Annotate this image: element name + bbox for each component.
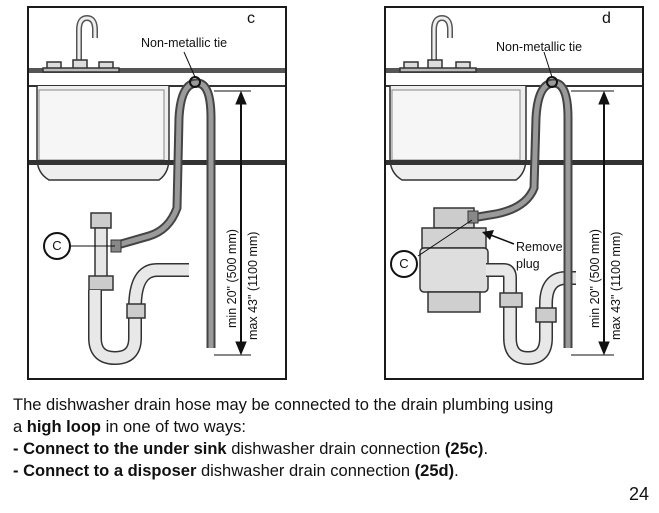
panel-letter: c [247,10,255,27]
dimension-max-label: max 43" (1100 mm) [609,231,623,340]
caption: The dishwasher drain hose may be connect… [13,394,653,482]
countertop [29,68,285,73]
tie-label: Non-metallic tie [141,36,228,50]
callout-c: C [43,232,71,260]
drain-pipe [486,263,576,366]
faucet [42,14,120,73]
diagram-panel-d: d Non-metallic tie C Remove plug min 20"… [384,6,644,380]
drain-pipe [88,212,189,366]
dimension-min-label: min 20" (500 mm) [588,229,602,328]
under-sink-illustration [29,14,285,366]
remove-plug-label-line2: plug [516,257,540,271]
panel-letter: d [602,10,611,27]
faucet [399,14,477,73]
tie-label: Non-metallic tie [496,40,583,54]
page-number: 24 [628,484,649,504]
disposer [419,207,489,313]
dimension-max-label: max 43" (1100 mm) [246,231,260,340]
caption-line-1: The dishwasher drain hose may be connect… [13,396,554,414]
drain-hose [110,78,216,348]
caption-line-3: - Connect to the under sink dishwasher d… [13,440,489,458]
caption-line-4: - Connect to a disposer dishwasher drain… [13,462,459,480]
dimension-arrow [571,90,614,356]
drain-hose [467,78,573,348]
countertop [386,68,642,73]
remove-plug-label-line1: Remove [516,240,563,254]
disposer-illustration [386,14,642,366]
diagram-panel-c: c Non-metallic tie C min 20" (500 mm) ma… [27,6,287,380]
dimension-arrow [214,90,251,356]
cabinet-line [386,160,642,165]
callout-c: C [390,250,418,278]
dimension-min-label: min 20" (500 mm) [225,229,239,328]
caption-line-2: a high loop in one of two ways: [13,418,246,436]
cabinet-line [29,160,285,165]
